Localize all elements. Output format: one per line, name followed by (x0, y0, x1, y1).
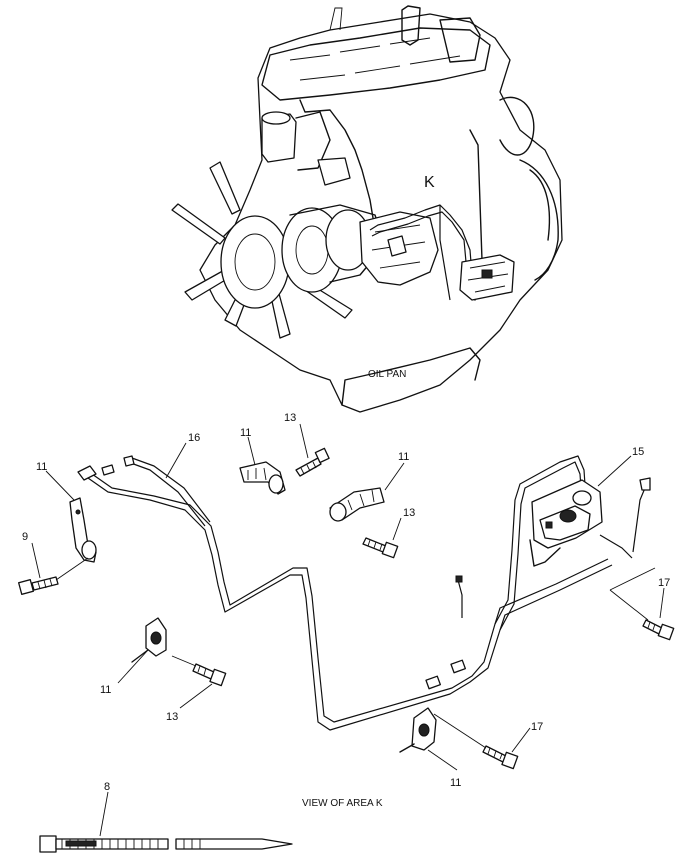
leader-lines (31, 423, 665, 837)
callout-13: 13 (284, 412, 296, 424)
callout-9: 9 (22, 531, 28, 543)
bolt-13-mid (192, 663, 227, 687)
clamp-11-mid (131, 617, 167, 663)
callout-numbers: 11 9 16 11 13 11 13 15 17 11 13 11 17 8 (22, 412, 670, 793)
callout-11: 11 (36, 461, 47, 473)
bolt-9 (18, 576, 59, 595)
callout-13: 13 (166, 711, 178, 723)
cable-tie-8 (39, 835, 293, 853)
engine-assembly: K (171, 5, 563, 413)
clamp-11-top (239, 461, 286, 495)
bolt-17-right (642, 619, 675, 641)
callout-11: 11 (240, 427, 251, 439)
bolt-13-top (295, 447, 330, 477)
callout-16: 16 (188, 432, 200, 444)
area-k-label: K (424, 174, 435, 191)
wiring-harness (77, 455, 651, 731)
bolt-17-bottom (482, 745, 519, 770)
callout-11: 11 (100, 684, 111, 696)
bolt-13-right (362, 537, 399, 559)
view-caption: VIEW OF AREA K (302, 798, 383, 809)
component-15-module (529, 479, 603, 567)
callout-13: 13 (403, 507, 415, 519)
cooling-fan (171, 161, 353, 339)
callout-11: 11 (450, 777, 461, 789)
oil-pan-label: OIL PAN (368, 369, 406, 380)
callout-8: 8 (104, 781, 110, 793)
callout-17: 17 (531, 721, 543, 733)
callout-15: 15 (632, 446, 644, 458)
clamp-11-left (69, 497, 97, 563)
callout-17: 17 (658, 577, 670, 589)
callout-11: 11 (398, 451, 409, 463)
clamp-11-bottom (399, 707, 437, 753)
clamp-11-right (329, 487, 385, 522)
